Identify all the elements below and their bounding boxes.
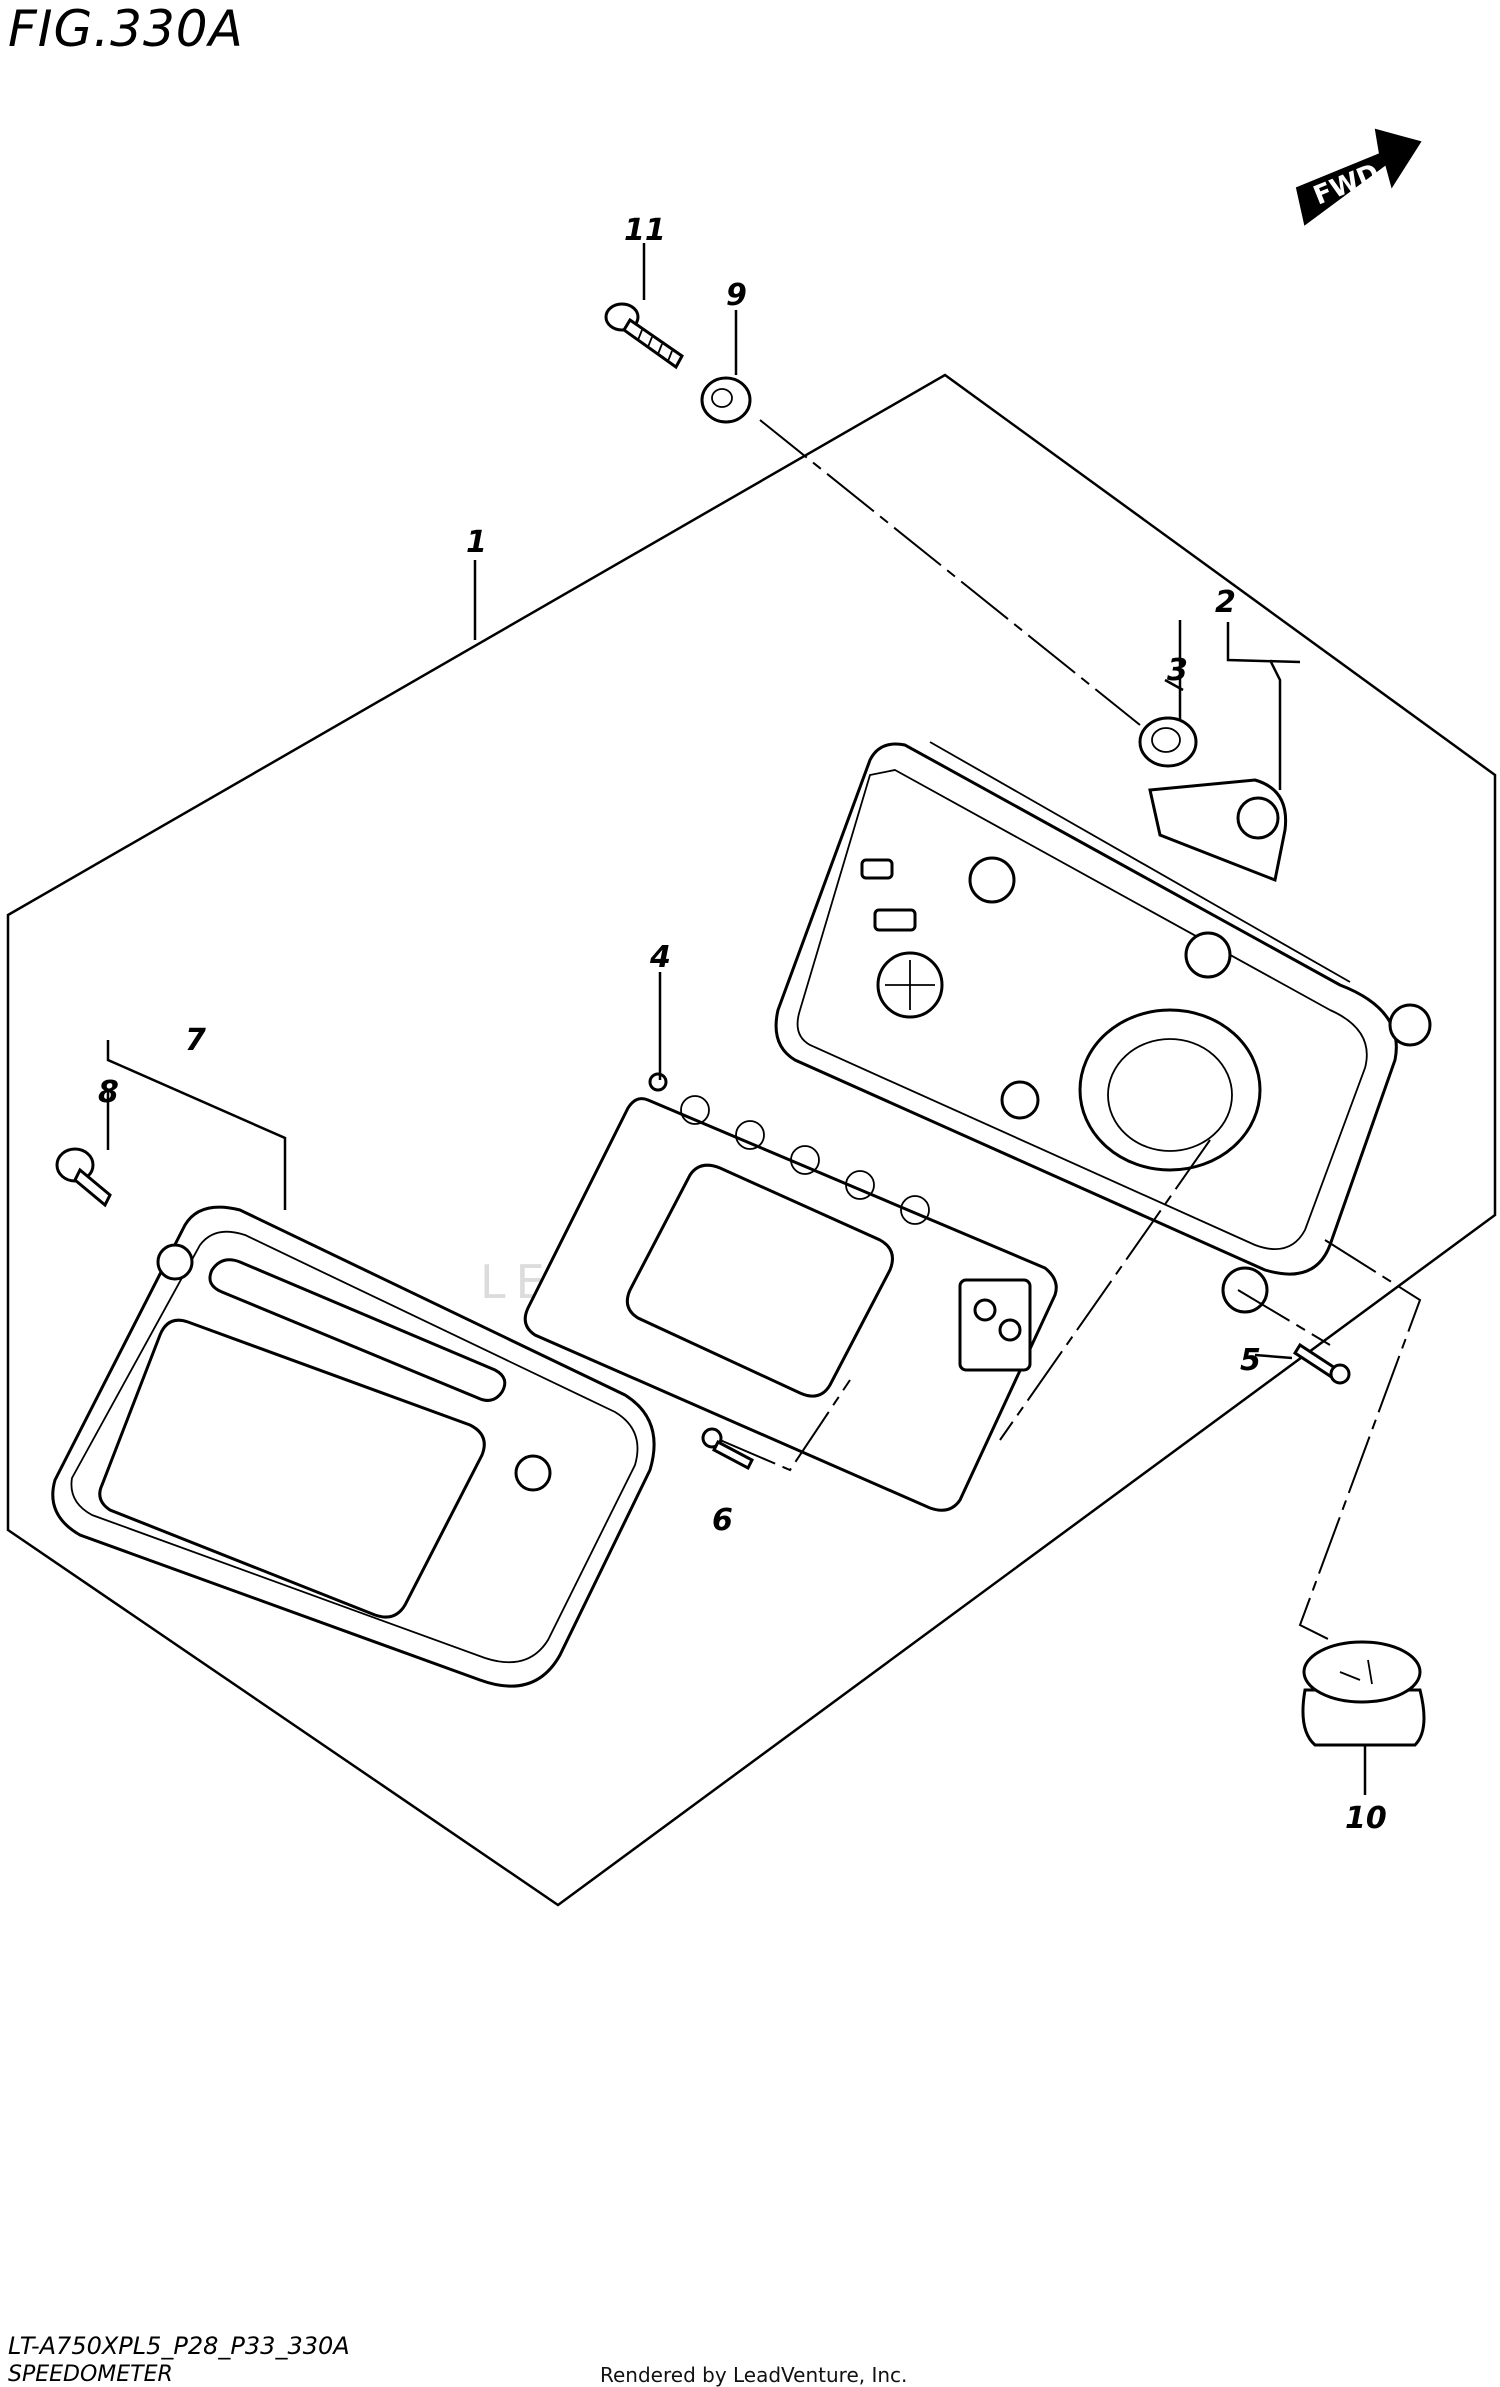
- callout-labels: 11 9 1 2 3 4 7 8 5 6 10: [98, 213, 1387, 1836]
- figure-title: FIG.330A: [8, 0, 244, 58]
- callout-8: 8: [98, 1075, 119, 1110]
- callout-5: 5: [1240, 1343, 1261, 1378]
- callout-7: 7: [185, 1023, 206, 1058]
- callout-4: 4: [649, 940, 671, 975]
- bulb-socket-part-10: [1301, 1640, 1426, 1747]
- front-cover-part-7: [51, 1205, 656, 1688]
- fwd-arrow-icon: FWD: [1295, 128, 1422, 226]
- callout-2: 2: [1215, 585, 1236, 620]
- callout-10: 10: [1345, 1801, 1387, 1836]
- meter-board-part-4: [523, 1072, 1058, 1512]
- grommet-part-3: [1138, 716, 1198, 768]
- bolt-part-11: [604, 302, 684, 370]
- screw-part-8: [55, 1147, 112, 1208]
- fwd-label: FWD: [1309, 158, 1383, 211]
- callout-1: 1: [466, 525, 487, 560]
- callout-6: 6: [712, 1503, 733, 1538]
- screw-part-5: [1292, 1342, 1351, 1385]
- callout-11: 11: [624, 213, 666, 248]
- meter-housing: [774, 741, 1432, 1314]
- collar-part-9: [700, 376, 752, 424]
- model-code: LT-A750XPL5_P28_P33_330A: [8, 2332, 350, 2360]
- figure-name: SPEEDOMETER: [8, 2362, 173, 2387]
- callout-3: 3: [1167, 653, 1188, 688]
- screw-part-6: [701, 1427, 754, 1471]
- assembly-outline: [6, 373, 1497, 1907]
- callout-9: 9: [726, 278, 747, 313]
- render-credit: Rendered by LeadVenture, Inc.: [600, 2363, 908, 2387]
- leader-lines: [106, 243, 1422, 1795]
